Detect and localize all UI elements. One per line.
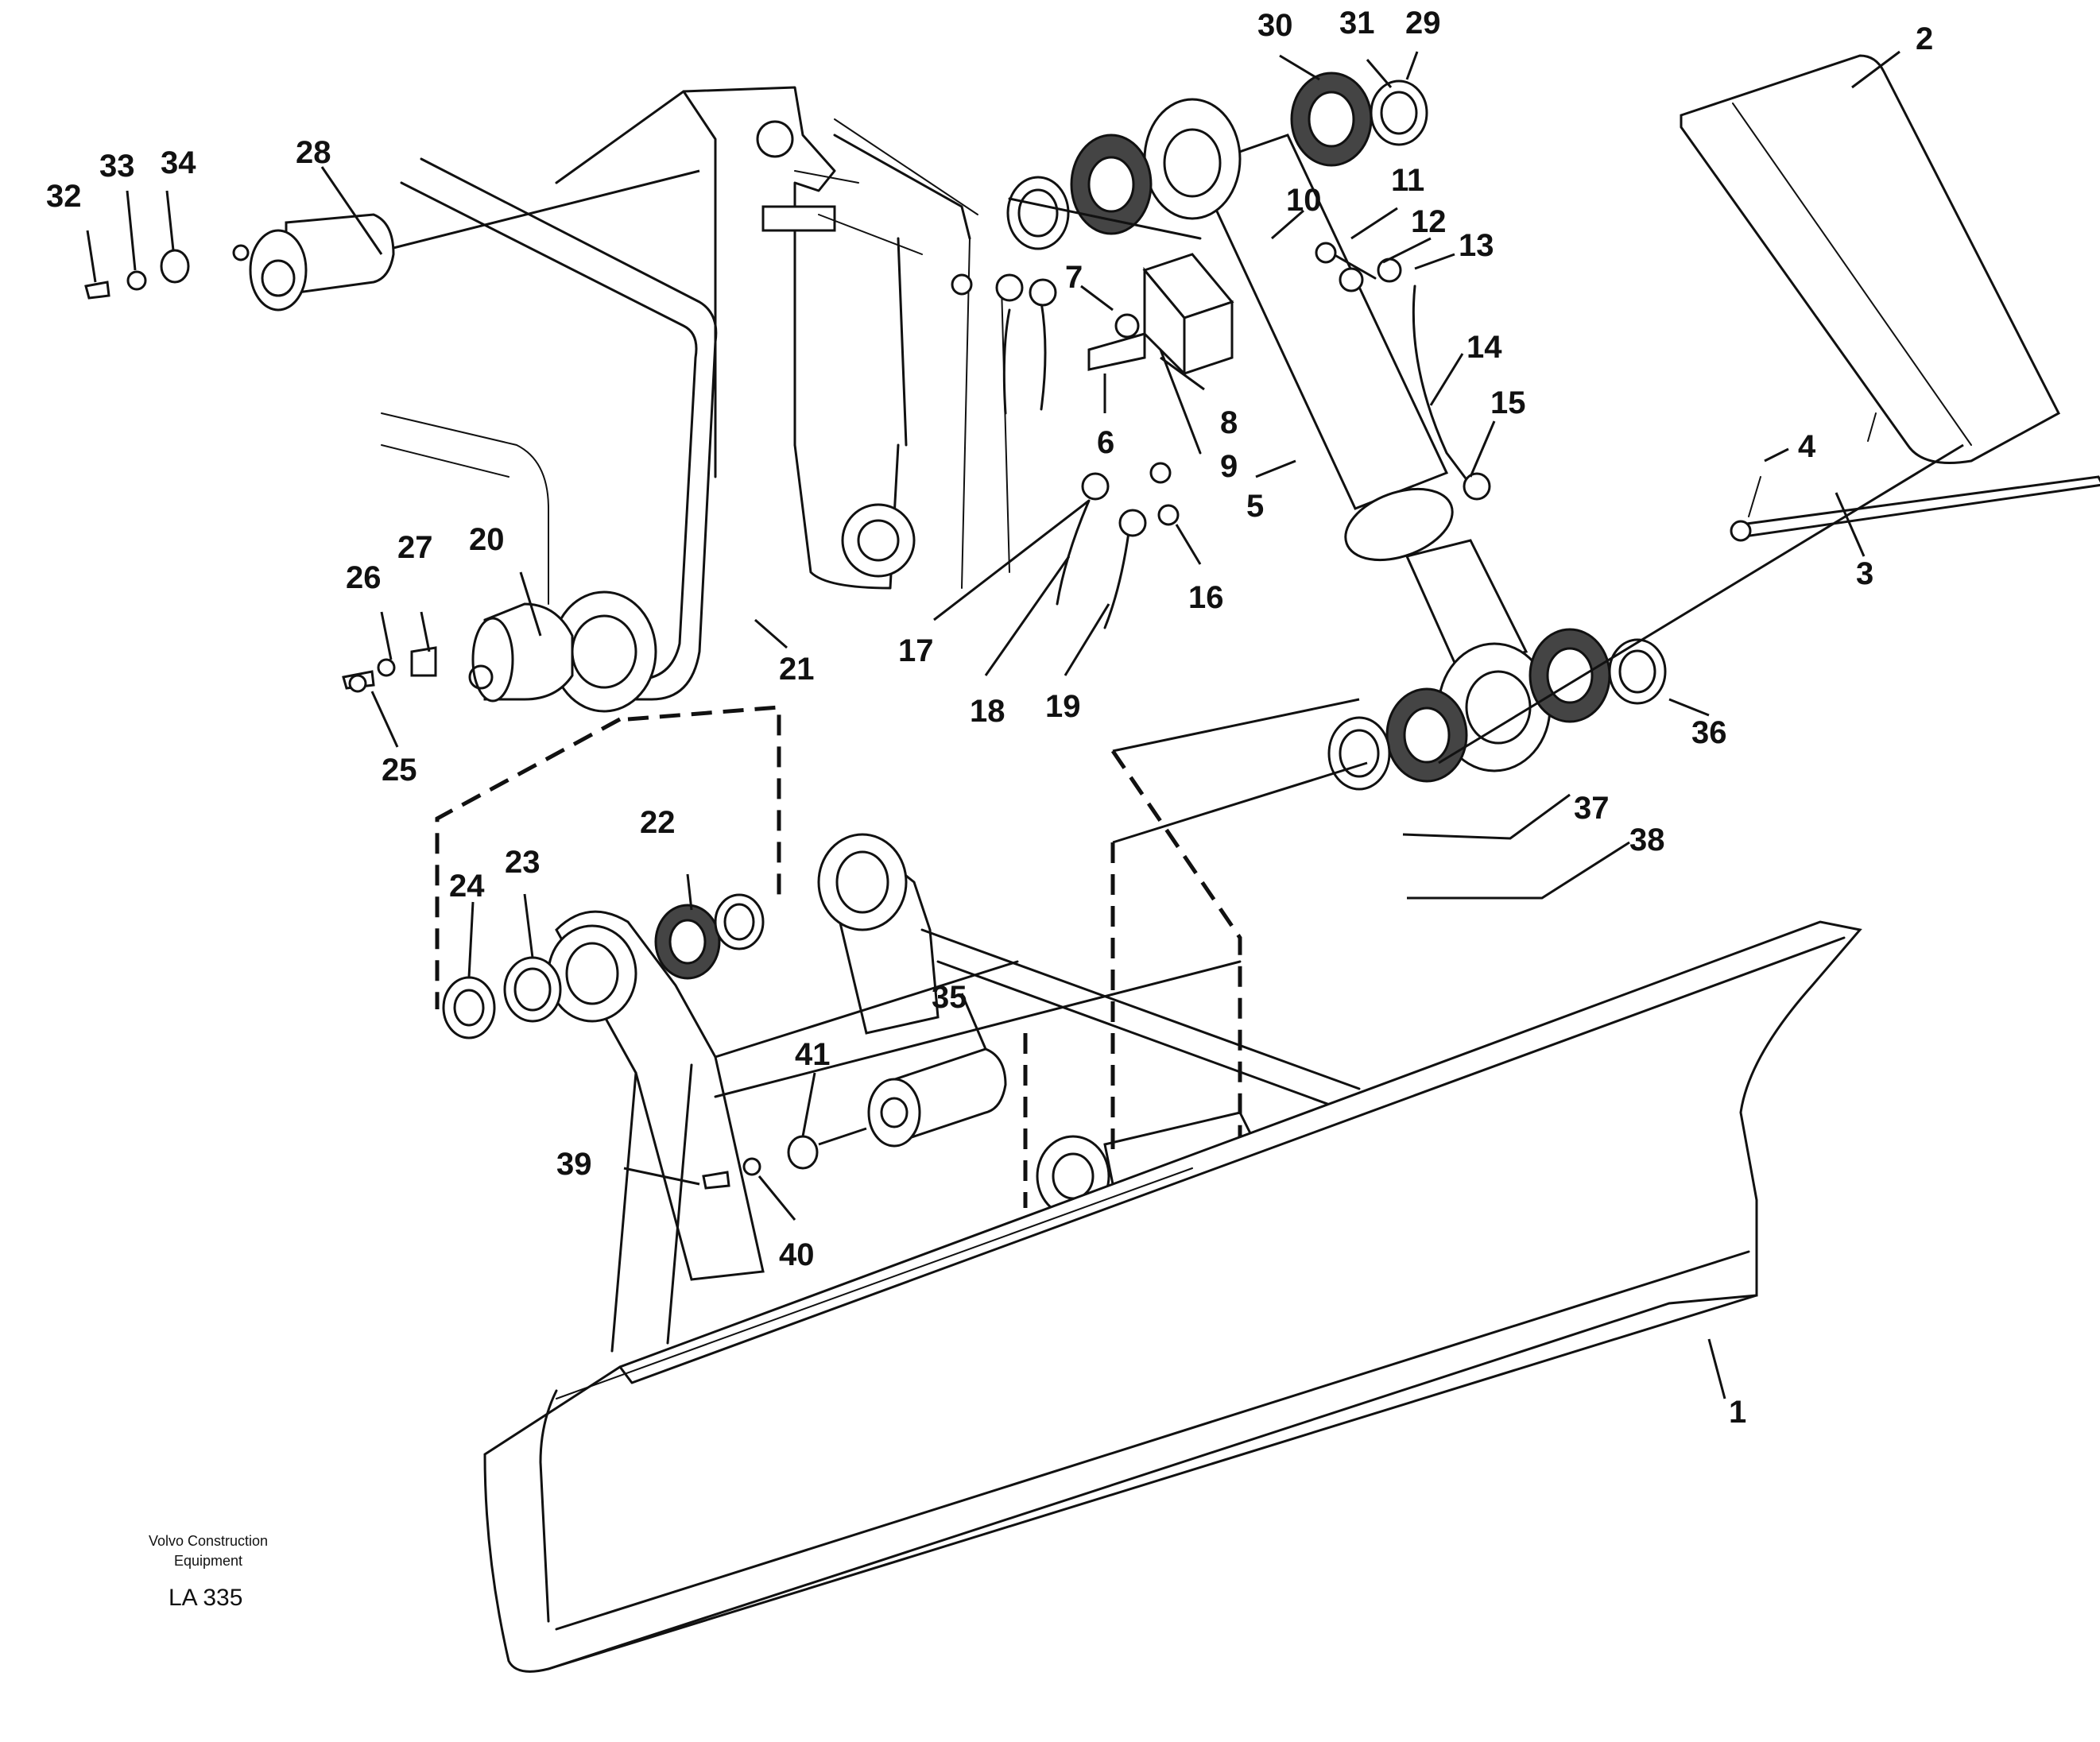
callout-35: 35 (932, 980, 967, 1015)
callout-8: 8 (1220, 405, 1238, 440)
callout-22: 22 (640, 805, 676, 840)
callout-11: 11 (1391, 163, 1424, 198)
callout-16: 16 (1188, 580, 1224, 615)
blade-frame (442, 833, 1361, 1353)
callout-18: 18 (970, 694, 1005, 729)
callout-17: 17 (898, 633, 934, 668)
callout-3: 3 (1856, 556, 1873, 591)
callout-21: 21 (779, 652, 815, 687)
callout-13: 13 (1459, 228, 1494, 263)
callout-25: 25 (382, 753, 417, 788)
callout-36: 36 (1691, 715, 1727, 750)
hydraulic-hoses (951, 197, 1491, 629)
callout-26: 26 (346, 560, 382, 595)
callout-19: 19 (1045, 689, 1081, 724)
callout-24: 24 (449, 869, 485, 904)
pivot-pin-assembly-left (342, 590, 657, 713)
callout-23: 23 (505, 845, 540, 880)
callout-14: 14 (1467, 330, 1502, 365)
callout-30: 30 (1257, 8, 1293, 43)
callout-33: 33 (99, 149, 135, 184)
dozer-blade (483, 920, 1862, 1673)
callout-29: 29 (1405, 6, 1441, 41)
drawing-code: LA 335 (169, 1585, 242, 1611)
callout-6: 6 (1097, 425, 1114, 460)
callout-28: 28 (296, 135, 331, 170)
callout-34: 34 (161, 145, 196, 180)
callout-38: 38 (1629, 823, 1665, 857)
callout-9: 9 (1220, 449, 1238, 484)
valve-block (1087, 253, 1234, 377)
callout-31: 31 (1339, 6, 1375, 41)
callout-5: 5 (1246, 489, 1264, 524)
company-name-line1: Volvo Construction (149, 1533, 268, 1549)
callout-7: 7 (1065, 260, 1083, 295)
callout-1: 1 (1729, 1395, 1746, 1430)
callout-27: 27 (397, 530, 433, 565)
callout-37: 37 (1574, 791, 1610, 826)
callout-15: 15 (1490, 385, 1526, 420)
callout-4: 4 (1798, 429, 1816, 464)
dashed-reference-lines (435, 698, 1368, 1208)
callout-2: 2 (1916, 21, 1933, 56)
callout-10: 10 (1286, 183, 1322, 218)
callout-20: 20 (469, 522, 505, 557)
company-name-line2: Equipment (174, 1553, 242, 1569)
callout-39: 39 (556, 1147, 592, 1182)
callout-12: 12 (1411, 204, 1447, 239)
guard-plate (1438, 54, 2100, 765)
callout-41: 41 (795, 1037, 831, 1072)
machine-frame (381, 86, 1010, 701)
pivot-pin-assembly-top (84, 169, 700, 312)
callout-32: 32 (46, 179, 82, 214)
footer: Volvo Construction Equipment LA 335 (149, 1533, 268, 1611)
callout-labels: 1 2 3 4 5 6 7 8 9 10 11 12 13 14 15 16 1… (46, 6, 1933, 1430)
callout-40: 40 (779, 1237, 815, 1272)
callout-leaders (86, 50, 1900, 1399)
